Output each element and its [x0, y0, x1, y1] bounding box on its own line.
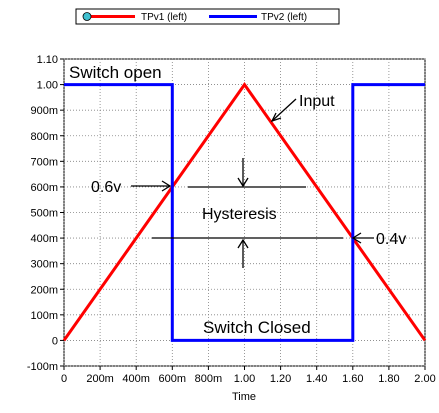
- legend-label-tpv2: TPv2 (left): [261, 12, 307, 23]
- x-tick-label: 800m: [195, 373, 223, 385]
- x-tick-label: 1.20: [270, 373, 291, 385]
- x-axis-label: Time: [232, 391, 256, 403]
- y-tick-label: -100m: [27, 361, 58, 373]
- y-tick-label: 200m: [30, 284, 58, 296]
- y-tick-label: 1.00: [37, 80, 58, 92]
- legend-box: [75, 8, 340, 25]
- switch-open-label: Switch open: [69, 63, 162, 82]
- y-tick-label: 300m: [30, 259, 58, 271]
- hysteresis-up-arrow-head: [237, 238, 249, 249]
- y-tick-label: 800m: [30, 131, 58, 143]
- hysteresis-down-arrow-head: [237, 177, 249, 188]
- x-tick-label: 0: [61, 373, 67, 385]
- switch-closed-label: Switch Closed: [203, 318, 311, 337]
- y-tick-label: 900m: [30, 105, 58, 117]
- input-arrow: [271, 98, 297, 122]
- y-tick-label: 500m: [30, 208, 58, 220]
- y-tick-label: 700m: [30, 156, 58, 168]
- y-tick-label: 100m: [30, 310, 58, 322]
- y-tick-label: 1.10: [37, 54, 58, 66]
- legend-marker-icon: [82, 12, 92, 21]
- input-label: Input: [299, 93, 335, 110]
- legend-label-tpv1: TPv1 (left): [141, 12, 187, 23]
- series-line-tpv2: [64, 83, 425, 342]
- v06-label: 0.6v: [91, 179, 121, 196]
- y-tick-label: 400m: [30, 233, 58, 245]
- x-tick-label: 600m: [159, 373, 187, 385]
- series-line-tpv1: [62, 81, 427, 342]
- series: [62, 81, 427, 342]
- v04-arrow-head: [351, 232, 362, 244]
- x-tick-label: 1.00: [234, 373, 255, 385]
- x-tick-label: 2.00: [414, 373, 435, 385]
- input-arrow-head: [270, 112, 282, 123]
- y-tick-label: 600m: [30, 182, 58, 194]
- x-tick-label: 400m: [122, 373, 150, 385]
- y-tick-label: 0: [52, 335, 58, 347]
- v04-label: 0.4v: [376, 231, 406, 248]
- annotations: Switch open Input 0.6v Hysteresis 0.4v S…: [69, 63, 406, 337]
- x-tick-label: 1.40: [306, 373, 327, 385]
- axes: 1.10 1.00 900m 800m 700m 600m 500m 400m 300m 200m…: [27, 54, 436, 385]
- hysteresis-label: Hysteresis: [202, 206, 277, 223]
- x-tick-label: 1.80: [378, 373, 399, 385]
- legend: TPv1 (left) TPv2 (left): [75, 8, 340, 25]
- v06-arrow-head: [161, 180, 172, 192]
- x-tick-label: 200m: [86, 373, 114, 385]
- x-tick-label: 1.60: [342, 373, 363, 385]
